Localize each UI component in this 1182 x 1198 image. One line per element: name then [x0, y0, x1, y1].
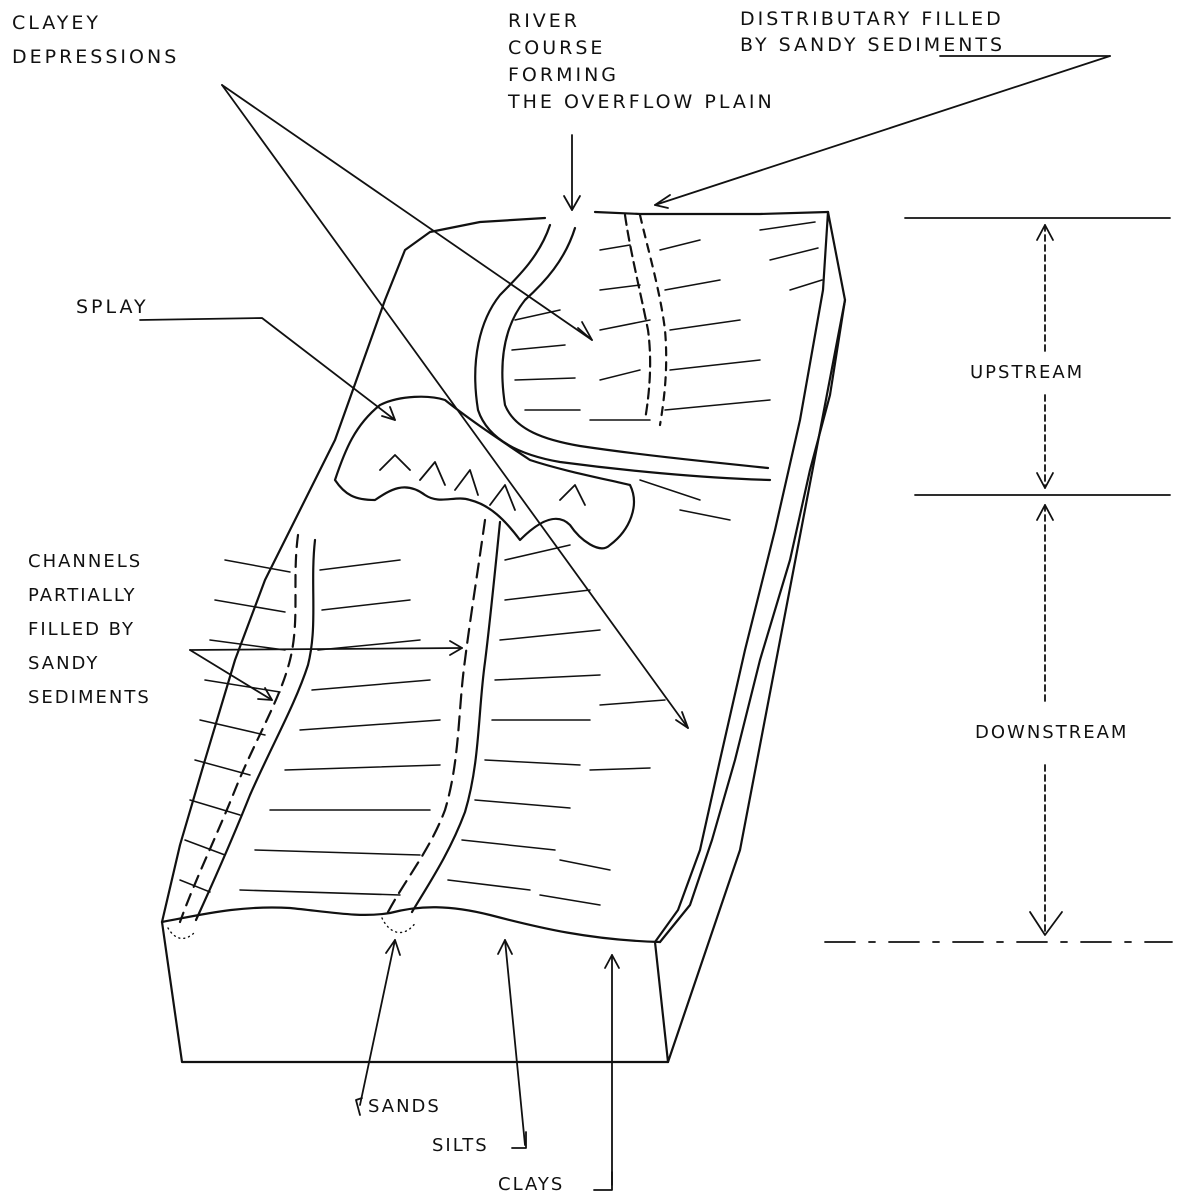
dots-center-channel — [382, 918, 416, 933]
label-distributary-line-1: DISTRIBUTARY FILLED — [740, 6, 1005, 32]
distributary-channel-b — [640, 215, 666, 425]
channel-center-b — [412, 522, 500, 912]
label-distributary-line-2: BY SANDY SEDIMENTS — [740, 32, 1005, 58]
label-river-line-1: RIVER — [508, 8, 775, 35]
leader-channels-1 — [190, 650, 272, 700]
label-river-line-3: FORMING — [508, 62, 775, 89]
leader-clayey-1 — [222, 85, 592, 340]
label-sands: SANDS — [368, 1094, 441, 1120]
hatch-left — [180, 560, 290, 892]
scale-downstream-arrow-bottom — [1030, 912, 1062, 935]
channel-center-a — [388, 520, 485, 912]
splay-fingers — [380, 455, 585, 510]
leader-silts — [505, 940, 525, 1145]
levee-hatching — [180, 222, 822, 905]
label-downstream: DOWNSTREAM — [975, 720, 1128, 746]
label-upstream: UPSTREAM — [970, 360, 1084, 386]
label-river-line-2: COURSE — [508, 35, 775, 62]
label-silts: SILTS — [432, 1133, 489, 1159]
block-outline — [162, 212, 845, 1062]
dots-left-channel — [168, 928, 195, 938]
bracket-clays — [594, 1172, 612, 1190]
block-top-far-edge — [595, 212, 828, 214]
leader-channels-2 — [190, 648, 462, 650]
label-channels: CHANNELS PARTIALLY FILLED BY SANDY SEDIM… — [28, 545, 151, 715]
hatch-far-right — [640, 222, 822, 520]
label-channels-line-4: SANDY — [28, 647, 151, 681]
label-river-course: RIVER COURSE FORMING THE OVERFLOW PLAIN — [508, 8, 775, 116]
hatch-center-right — [448, 545, 600, 890]
label-channels-line-3: FILLED BY — [28, 613, 151, 647]
block-right-face-inner — [655, 212, 828, 942]
label-splay: SPLAY — [76, 294, 149, 320]
label-channels-line-2: PARTIALLY — [28, 579, 151, 613]
river-channel-outer — [475, 225, 770, 480]
hatch-upstream — [512, 240, 770, 420]
hatch-left-inner — [240, 560, 440, 895]
label-clayey-line-1: CLAYEY — [12, 10, 179, 36]
block-front-face — [162, 922, 668, 1062]
label-clayey-depressions: CLAYEY DEPRESSIONS — [12, 10, 179, 70]
label-clays: CLAYS — [498, 1172, 564, 1198]
label-distributary: DISTRIBUTARY FILLED BY SANDY SEDIMENTS — [740, 6, 1005, 58]
label-channels-line-5: SEDIMENTS — [28, 681, 151, 715]
block-top-left-edge — [162, 218, 545, 922]
sediment-dots — [168, 918, 416, 938]
leader-sands — [360, 940, 395, 1105]
hatch-front-edge — [540, 700, 665, 905]
river-meander — [475, 215, 770, 480]
stream-scale — [825, 218, 1172, 942]
leader-splay — [140, 318, 395, 420]
leader-lines — [140, 56, 1110, 1185]
downstream-channels — [180, 520, 500, 922]
label-river-line-4: THE OVERFLOW PLAIN — [508, 89, 775, 116]
label-channels-line-1: CHANNELS — [28, 545, 151, 579]
leader-clayey-2 — [222, 85, 688, 728]
block-bottom-right — [668, 300, 845, 1062]
river-channel-inner — [502, 228, 768, 468]
label-clayey-line-2: DEPRESSIONS — [12, 44, 179, 70]
